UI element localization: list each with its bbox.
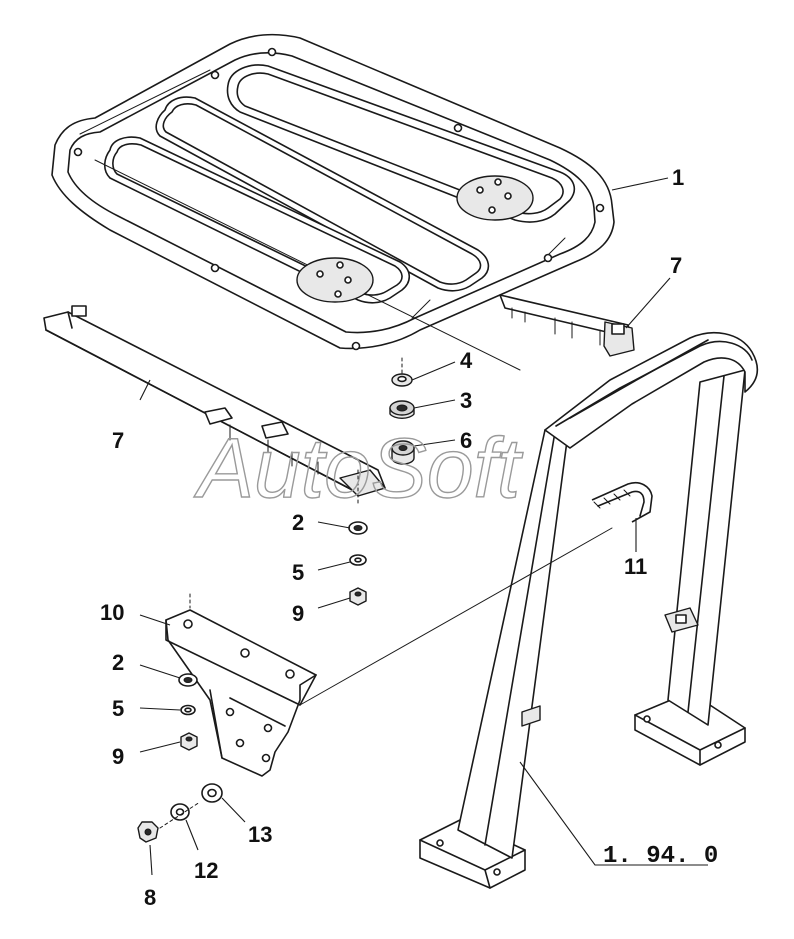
seat-rail-left bbox=[43, 305, 386, 497]
protective-frame bbox=[419, 331, 759, 889]
seat-pan bbox=[51, 33, 615, 371]
watermark: AutoSoft bbox=[193, 421, 524, 515]
callout-4: 4 bbox=[460, 348, 473, 373]
callout-7-left: 7 bbox=[112, 428, 124, 453]
callout-5-lower: 5 bbox=[112, 696, 124, 721]
callout-2-upper: 2 bbox=[292, 510, 304, 535]
callout-12: 12 bbox=[194, 858, 218, 883]
callout-6: 6 bbox=[460, 428, 472, 453]
callout-3: 3 bbox=[460, 388, 472, 413]
callout-5-upper: 5 bbox=[292, 560, 304, 585]
fastener-stack-upper bbox=[348, 357, 415, 606]
callout-13: 13 bbox=[248, 822, 272, 847]
callout-2-lower: 2 bbox=[112, 650, 124, 675]
reference-number: 1. 94. 0 bbox=[603, 843, 718, 870]
seat-rail-right bbox=[499, 294, 635, 357]
callout-8: 8 bbox=[144, 885, 156, 910]
callout-9-lower: 9 bbox=[112, 744, 124, 769]
mounting-bracket bbox=[137, 527, 613, 843]
callout-labels: 1 7 4 3 6 7 2 5 9 10 2 5 9 11 13 12 8 1.… bbox=[100, 165, 718, 910]
callout-1: 1 bbox=[672, 165, 684, 190]
callout-11: 11 bbox=[624, 554, 647, 579]
mount-pad-front bbox=[296, 257, 374, 303]
callout-9-upper: 9 bbox=[292, 601, 304, 626]
callout-10: 10 bbox=[100, 600, 124, 625]
callout-7-right: 7 bbox=[670, 253, 682, 278]
leader-lines bbox=[139, 177, 708, 876]
mount-pad-rear bbox=[456, 175, 534, 221]
